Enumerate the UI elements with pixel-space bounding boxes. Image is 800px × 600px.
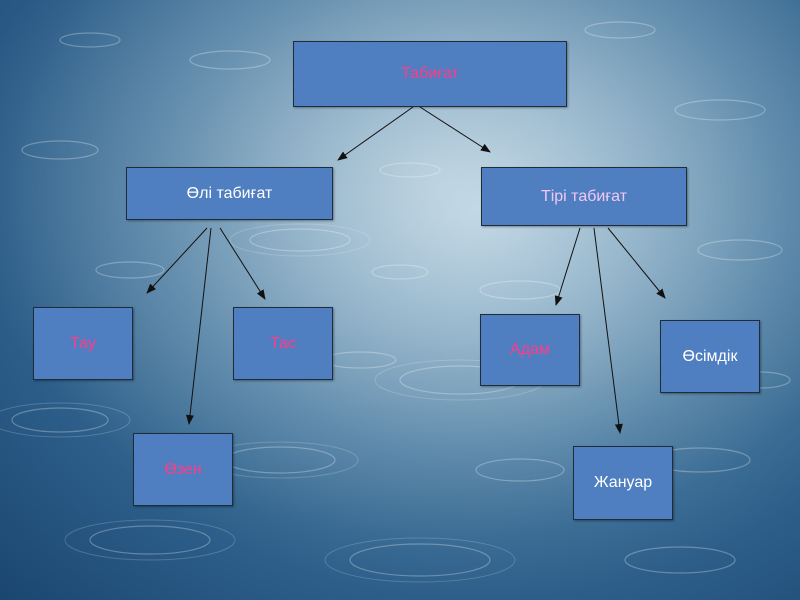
node-human-label: Адам bbox=[510, 341, 550, 358]
node-inanimate-nature: Өлі табиғат bbox=[126, 167, 333, 220]
node-plant: Өсімдік bbox=[660, 320, 760, 393]
node-root-label: Табиғат bbox=[401, 65, 459, 82]
node-animal: Жануар bbox=[573, 446, 673, 520]
node-river: Өзен bbox=[133, 433, 233, 506]
node-plant-label: Өсімдік bbox=[682, 347, 738, 365]
node-animal-label: Жануар bbox=[593, 474, 653, 491]
node-stone: Тас bbox=[233, 307, 333, 380]
node-living-label: Тірі табиғат bbox=[540, 187, 628, 205]
node-river-label: Өзен bbox=[164, 460, 202, 478]
node-mountain: Тау bbox=[33, 307, 133, 380]
node-living-nature: Тірі табиғат bbox=[481, 167, 687, 226]
node-mountain-label: Тау bbox=[70, 334, 96, 352]
node-root-nature: Табиғат bbox=[293, 41, 567, 107]
node-inanimate-label: Өлі табиғат bbox=[186, 184, 273, 202]
node-stone-label: Тас bbox=[270, 334, 296, 352]
node-human: Адам bbox=[480, 314, 580, 386]
